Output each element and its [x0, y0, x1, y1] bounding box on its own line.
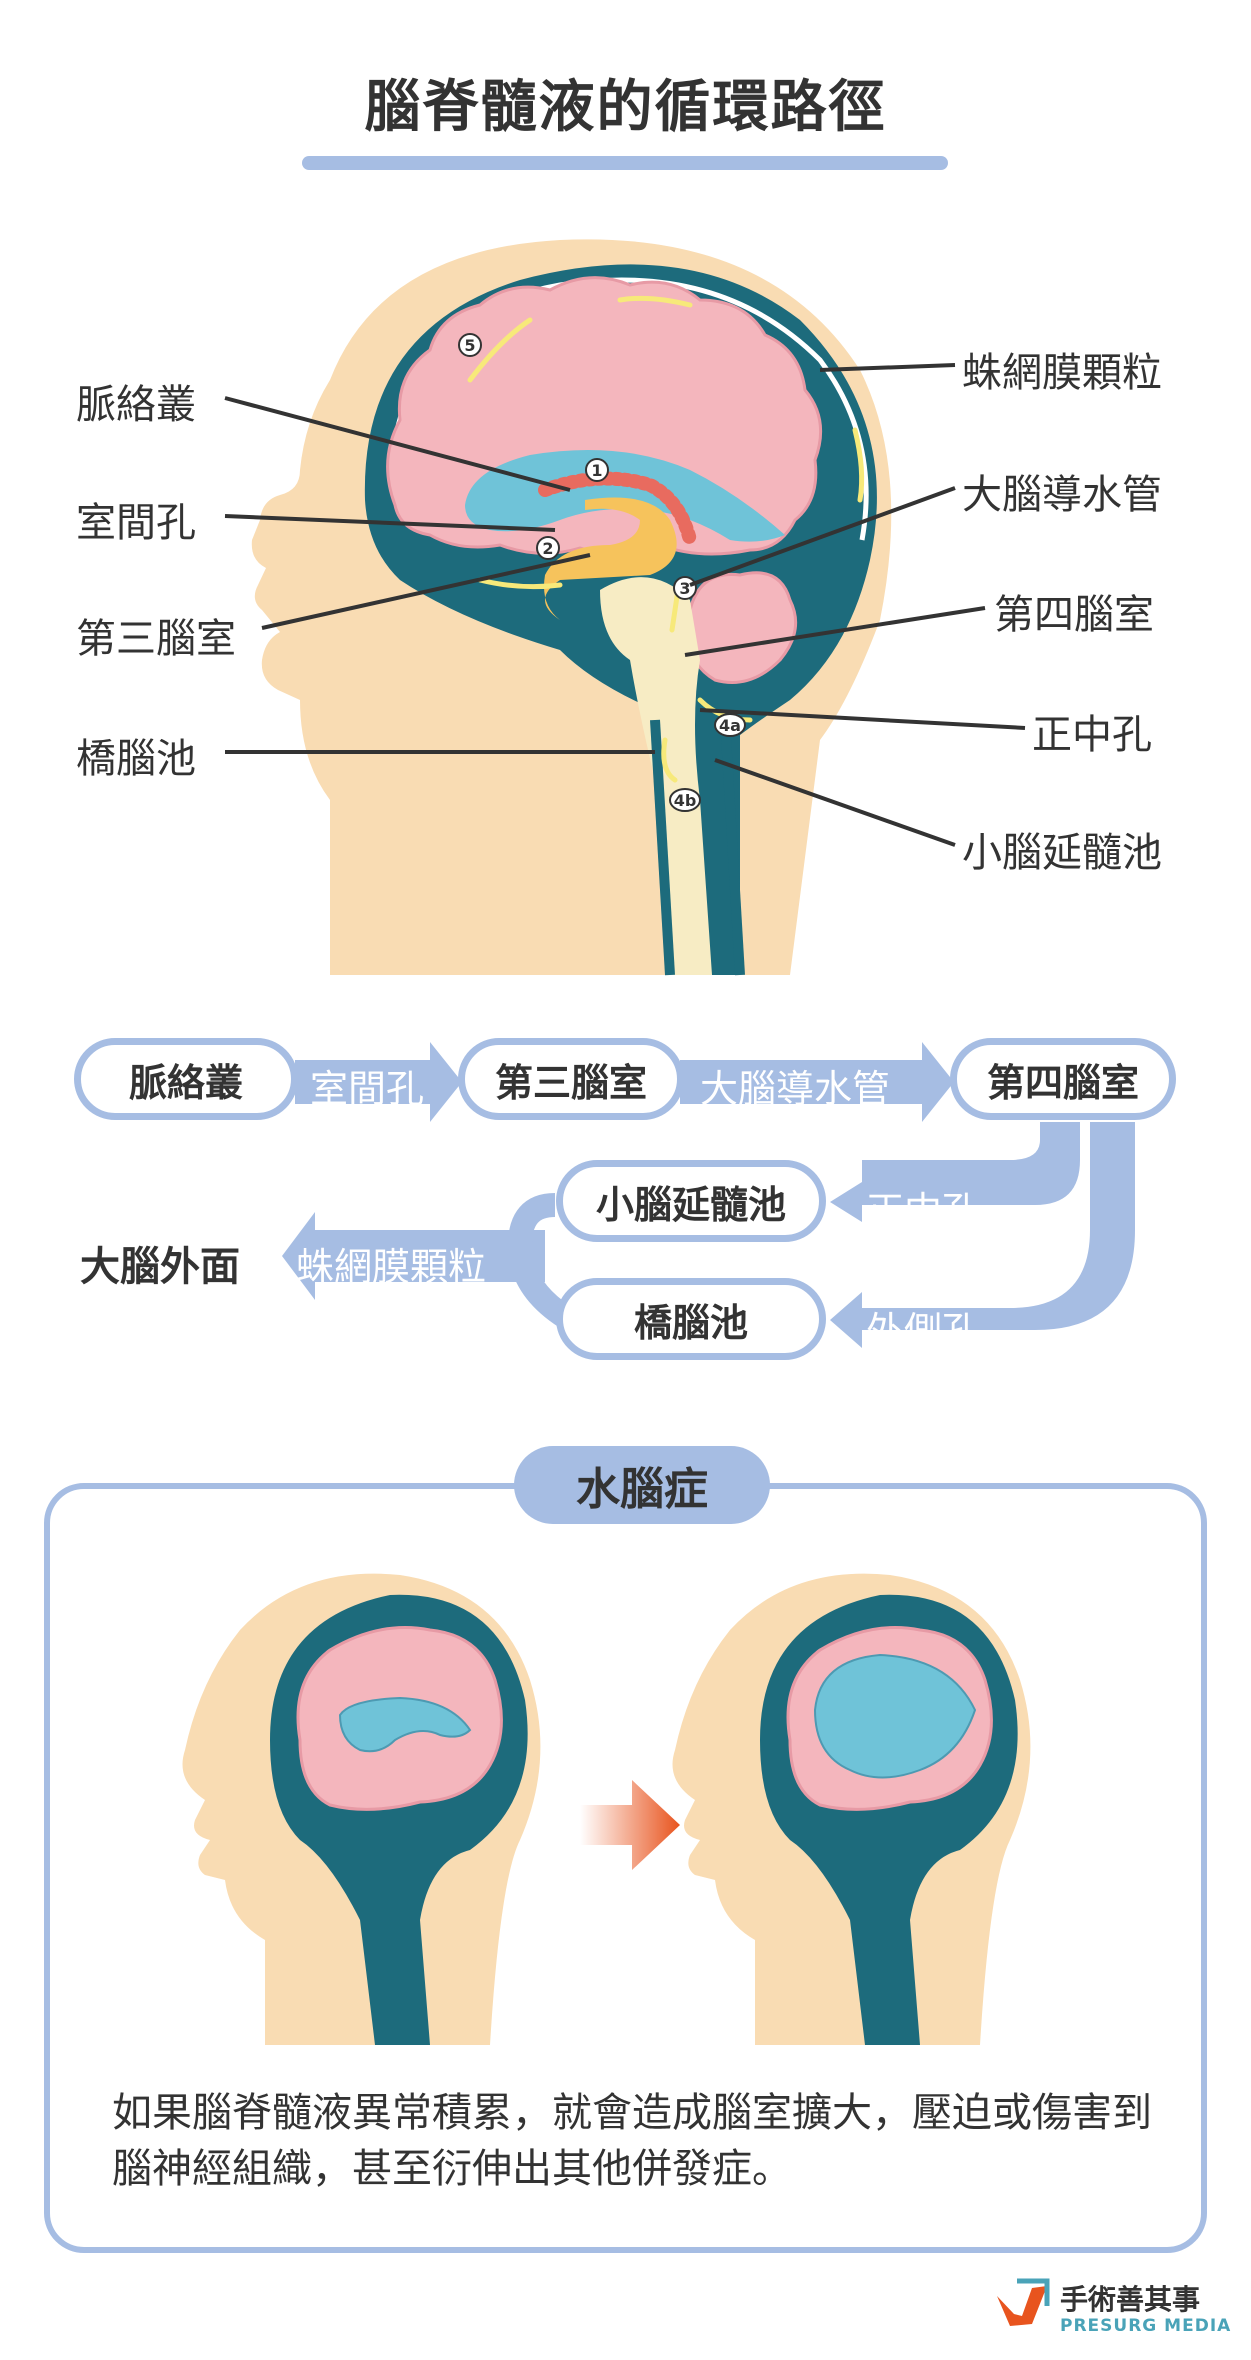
marker-5: 5 — [464, 336, 475, 355]
flow-node-third-ventricle: 第三腦室 — [458, 1038, 684, 1120]
flow-node-choroid: 脈絡叢 — [74, 1038, 298, 1120]
label-third-ventricle: 第三腦室 — [76, 616, 236, 662]
label-cisterna-magna: 小腦延髓池 — [962, 830, 1162, 876]
marker-1: 1 — [591, 461, 602, 480]
flow-end-outside-brain: 大腦外面 — [80, 1244, 240, 1290]
page-title: 腦脊髓液的循環路徑 — [364, 75, 887, 140]
marker-4a: 4a — [719, 716, 741, 735]
progression-arrow-icon — [580, 1780, 680, 1870]
marker-2: 2 — [542, 539, 553, 558]
label-choroid-plexus: 脈絡叢 — [76, 382, 196, 428]
flow-arrow-lateral: 外側孔 — [866, 1309, 981, 1353]
label-pontine-cistern: 橋腦池 — [76, 736, 196, 782]
label-interventricular-foramen: 室間孔 — [76, 500, 196, 546]
label-median-aperture: 正中孔 — [1032, 712, 1152, 758]
hydrocephalus-description: 如果腦脊髓液異常積累，就會造成腦室擴大，壓迫或傷害到腦神經組織，甚至衍伸出其他併… — [112, 2090, 1152, 2192]
flow-arrow-aqueduct: 大腦導水管 — [700, 1067, 891, 1111]
hydrocephalus-illustration — [182, 1573, 1031, 2045]
flow-node-fourth-ventricle: 第四腦室 — [950, 1038, 1176, 1120]
brand-english-name: PRESURG MEDIA — [1060, 2316, 1232, 2336]
label-cerebral-aqueduct: 大腦導水管 — [962, 472, 1162, 518]
flow-arrows — [282, 1042, 1135, 1348]
flow-arrow-median: 正中孔 — [866, 1189, 981, 1233]
flow-node-cisterna-magna: 小腦延髓池 — [556, 1160, 826, 1242]
hydrocephalus-title: 水腦症 — [514, 1446, 770, 1524]
label-arachnoid-granulation: 蛛網膜顆粒 — [962, 350, 1162, 396]
brand-name: 手術善其事 — [1060, 2283, 1201, 2316]
flow-arrow-arachnoid: 蛛網膜顆粒 — [296, 1245, 487, 1289]
hydrocephalus-head — [672, 1573, 1031, 2045]
flow-arrow-foramen: 室間孔 — [310, 1067, 425, 1111]
flow-node-pontine-cistern: 橋腦池 — [556, 1278, 826, 1360]
marker-3: 3 — [679, 579, 690, 598]
title-underline — [302, 156, 948, 170]
label-fourth-ventricle: 第四腦室 — [994, 592, 1154, 638]
normal-head — [182, 1573, 541, 2045]
marker-4b: 4b — [674, 791, 697, 810]
brand-logo-icon — [997, 2278, 1050, 2326]
head-illustration: 5 1 2 3 4a 4b — [224, 239, 1026, 976]
